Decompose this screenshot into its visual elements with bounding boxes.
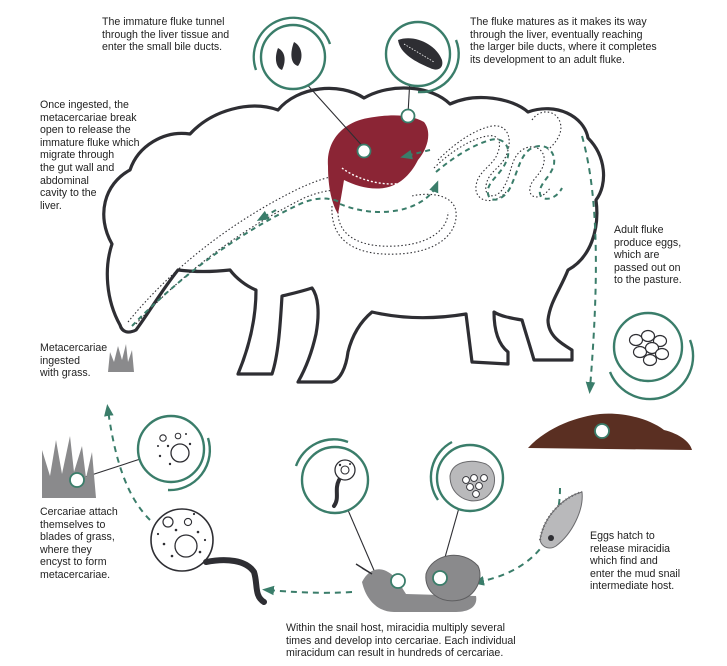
free-cercaria [150,508,267,605]
caption-eggs-hatch: Eggs hatch to release miracidia which fi… [590,530,681,593]
redia-icon [449,460,495,502]
adult-fluke-callout [384,20,460,94]
metacercaria-callout [136,414,212,492]
cercaria-callout [294,438,370,515]
fluke-eggs-callout [608,311,695,401]
grass-icon [42,436,96,498]
fluke-eggs-icon [628,329,670,367]
redia-callout [429,440,505,513]
liver-icon [327,115,429,214]
caption-ingested-release: Once ingested, the metacercariae break o… [40,99,140,212]
mud-pat [528,413,692,450]
caption-adult-eggs: Adult fluke produce eggs, which are pass… [614,224,682,287]
caption-snail-host: Within the snail host, miracidia multipl… [286,622,516,660]
caption-metacercariae-grass: Metacercariae ingested with grass. [40,342,108,380]
miracidium-icon [538,490,583,549]
sheep-icon [102,86,606,384]
immature-fluke-callout [252,16,332,91]
caption-liver-tunnel: The immature fluke tunnel through the li… [102,16,230,54]
cercaria-icon [332,459,356,508]
caption-bile-duct-mature: The fluke matures as it makes its way th… [470,16,657,66]
small-grass-icon [108,344,134,372]
immature-fluke-icon [275,42,302,70]
metacercaria-icon [157,432,192,466]
mud-snail-icon [355,554,481,612]
caption-cercariae-attach: Cercariae attach themselves to blades of… [40,506,118,581]
